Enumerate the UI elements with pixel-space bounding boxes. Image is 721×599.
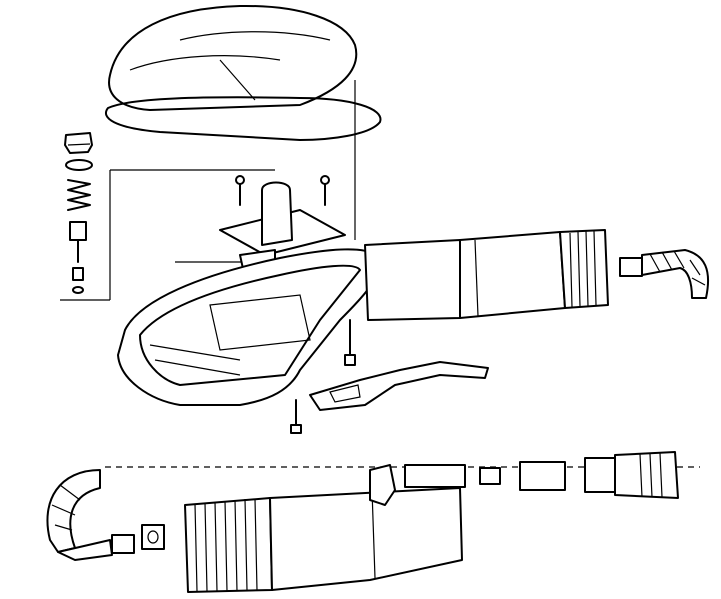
base-screw-stroke <box>290 424 302 434</box>
cover <box>108 4 358 111</box>
nipple <box>479 467 501 485</box>
valve-clip <box>72 267 84 281</box>
pedal-lever-stroke <box>309 361 489 411</box>
foot-frame-stroke <box>139 264 361 386</box>
hose-nut <box>141 524 165 550</box>
valve-parts-stroke <box>72 286 84 294</box>
nipple-stroke <box>479 467 501 485</box>
lower-cylinder-stroke <box>371 489 376 579</box>
plate-screw-right <box>320 175 330 206</box>
gasket <box>105 96 382 141</box>
foot-frame <box>117 248 381 406</box>
upper-cylinder-stroke <box>559 229 609 309</box>
spring <box>67 179 91 211</box>
upper-cylinder-stroke <box>474 239 479 317</box>
valve-cap-stroke <box>64 132 93 154</box>
pedal-lever <box>309 361 489 411</box>
upper-cylinder-stroke <box>364 239 461 321</box>
valve-parts <box>64 132 93 294</box>
hex-connector-stroke <box>519 461 566 491</box>
upper-hose-stroke <box>649 250 706 286</box>
elbow-fitting-stroke <box>369 464 396 506</box>
upper-cylinder-stroke <box>569 230 597 308</box>
adapter-stroke <box>404 464 466 488</box>
spring-stroke <box>67 179 91 211</box>
lower-hose-stroke <box>51 484 81 531</box>
lower-cylinder-stroke <box>269 487 463 591</box>
pedal-lever-stroke <box>329 384 361 403</box>
lower-cylinder <box>184 487 463 593</box>
valve-stem-stroke <box>69 221 87 241</box>
hose-nut-stroke <box>147 530 159 544</box>
mounting-plate <box>219 181 346 279</box>
lower-hose-stroke <box>111 534 135 554</box>
hex-connector <box>519 461 566 491</box>
quick-coupler-stroke <box>614 451 679 499</box>
foot-frame-stroke <box>149 294 311 376</box>
upper-hose-stroke <box>619 257 643 277</box>
lower-cylinder-stroke <box>184 497 273 593</box>
upper-hose <box>619 249 710 299</box>
upper-cylinder <box>364 229 609 321</box>
plate-screw-left <box>235 175 245 206</box>
valve-stem <box>69 221 87 263</box>
cover-stroke <box>108 4 358 111</box>
elbow-fitting <box>369 464 396 506</box>
quick-coupler-stroke <box>584 457 616 493</box>
mounting-plate-stroke <box>261 181 293 246</box>
plate-screw-right-stroke <box>320 175 330 185</box>
valve-cap-stroke <box>67 143 91 146</box>
frame-screw-stroke <box>344 354 356 366</box>
valve-cap <box>64 132 93 154</box>
frame-screw <box>344 319 356 366</box>
lower-hose <box>46 469 135 561</box>
adapter <box>404 464 466 488</box>
lower-hose-stroke <box>46 469 101 553</box>
leader-lines-stroke <box>60 169 275 301</box>
plate-screw-left-stroke <box>235 175 245 185</box>
cover-stroke <box>129 31 331 101</box>
quick-coupler-stroke <box>639 452 663 498</box>
base-screw <box>290 399 302 434</box>
foot-frame-stroke <box>117 248 381 406</box>
lower-hose-stroke <box>57 539 113 561</box>
hose-nut-stroke <box>141 524 165 550</box>
lower-cylinder-stroke <box>194 498 258 592</box>
quick-coupler <box>584 451 679 499</box>
o-ring <box>65 159 93 171</box>
